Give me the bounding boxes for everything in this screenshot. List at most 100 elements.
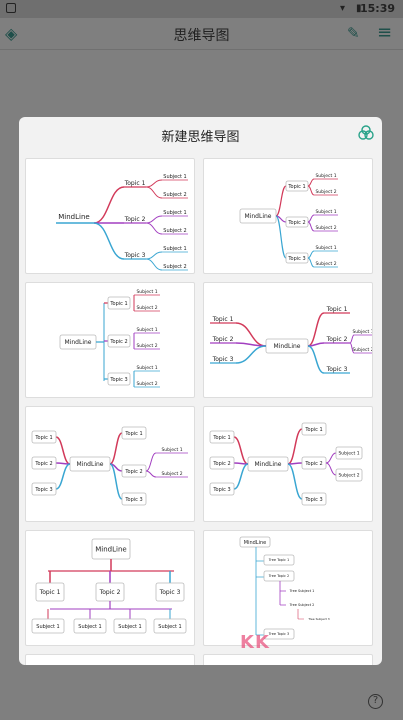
subject-label: Subject 1 xyxy=(118,624,141,630)
topic-label: Topic 1 xyxy=(124,180,146,187)
topic-label: Topic 1 xyxy=(124,431,142,437)
help-icon[interactable]: ? xyxy=(368,694,383,709)
branch-line xyxy=(235,345,267,364)
subject-label: Subject 2 xyxy=(136,343,157,349)
topic-label: Topic 2 xyxy=(212,461,230,467)
branch-line xyxy=(287,428,303,465)
template-card[interactable]: MindLine Topic 1 Subject 1 Subject 2 Topic 2… xyxy=(25,158,195,274)
branch-line xyxy=(145,258,163,271)
topic-label: Topic 3 xyxy=(212,356,234,363)
topic-label: Topic 1 xyxy=(109,301,127,307)
subject-label: Subject 2 xyxy=(163,192,186,198)
subject-label: Subject 2 xyxy=(352,347,373,353)
root-label: MindLine xyxy=(58,213,89,221)
branch-line xyxy=(307,312,325,347)
topic-label: Topic 3 xyxy=(109,377,127,383)
topic-label: Topic 3 xyxy=(212,487,230,493)
branch-line xyxy=(325,452,337,464)
topic-label-box xyxy=(301,422,327,436)
layers-icon[interactable]: ◈ xyxy=(5,24,18,43)
dialog-title: 新建思维导图 xyxy=(161,130,240,145)
subject-label: Subject 1 xyxy=(136,327,157,333)
branch-line xyxy=(307,345,325,374)
topic-label: Topic 2 xyxy=(124,216,146,223)
branch-line xyxy=(307,221,315,232)
topic-label-box xyxy=(209,430,235,444)
subject-label: Subject 1 xyxy=(158,624,181,630)
subject-label-box xyxy=(153,618,187,634)
branch-line xyxy=(145,470,157,478)
topic-label-box xyxy=(121,426,147,440)
status-time: 15:39 xyxy=(359,2,395,15)
branch-line xyxy=(307,214,315,223)
menu-icon[interactable]: ≡ xyxy=(377,22,393,43)
topic-label: Topic 2 xyxy=(304,461,322,467)
template-card[interactable] xyxy=(25,654,195,665)
branch-line xyxy=(349,342,355,354)
subject-label-box xyxy=(113,618,147,634)
status-bar: ▾ ▮ 15:39 xyxy=(0,0,403,18)
subject-label-box xyxy=(31,618,65,634)
root-label: MindLine xyxy=(244,540,266,546)
topic-label-box xyxy=(209,456,235,470)
subject-label: Subject 1 xyxy=(315,245,336,251)
topic-label: Topic 2 xyxy=(99,589,121,596)
subject-label: Subject 1 xyxy=(315,209,336,215)
branch-line xyxy=(307,178,315,187)
root-label: MindLine xyxy=(77,461,104,468)
branch-line xyxy=(145,215,163,224)
subject-label: Subject 1 xyxy=(36,624,59,630)
branch-line xyxy=(55,463,71,490)
topic-label: Topic 2 xyxy=(34,461,52,467)
topic-label: Topic 3 xyxy=(304,497,322,503)
wifi-icon: ▾ xyxy=(340,3,346,14)
subject-label: Subject 1 xyxy=(163,174,186,180)
subject-label: Subject 1 xyxy=(161,447,182,453)
subject-label-box xyxy=(73,618,107,634)
topic-label: Topic 2 xyxy=(212,336,234,343)
subject-label: Subject 1 xyxy=(352,329,373,335)
subject-label-box xyxy=(335,446,363,460)
topic-label-box xyxy=(121,492,147,506)
root-label: MindLine xyxy=(245,213,272,220)
branch-line xyxy=(145,452,157,472)
topic-label-box xyxy=(107,372,131,386)
topic-label: Topic 3 xyxy=(124,497,142,503)
tree-item: Tree Subject 1 xyxy=(289,589,315,593)
brush-icon[interactable]: ✎ xyxy=(347,24,360,42)
topic-label-box xyxy=(107,334,131,348)
branch-line xyxy=(145,251,163,260)
subject-label: Subject 1 xyxy=(78,624,101,630)
template-card[interactable] xyxy=(203,654,373,665)
tree-item-box xyxy=(263,570,295,582)
topic-label-box xyxy=(35,582,65,602)
topic-label-box xyxy=(107,296,131,310)
branch-line xyxy=(349,334,355,344)
topic-label: Topic 3 xyxy=(287,256,305,262)
branch-line xyxy=(109,463,123,500)
root-label: MindLine xyxy=(95,545,126,553)
tree-item-box xyxy=(263,554,295,566)
subject-label: Subject 2 xyxy=(315,225,336,231)
topic-label-box xyxy=(209,482,235,496)
branch-line xyxy=(145,186,163,199)
palette-icon[interactable] xyxy=(357,124,375,142)
branch-line xyxy=(287,463,303,500)
template-preview-right-tree: MindLine Topic 1 Subject 1 Subject 2 Topic 2… xyxy=(56,174,188,271)
page-title: 思维导图 xyxy=(173,28,230,44)
topic-label: Topic 1 xyxy=(326,306,348,313)
